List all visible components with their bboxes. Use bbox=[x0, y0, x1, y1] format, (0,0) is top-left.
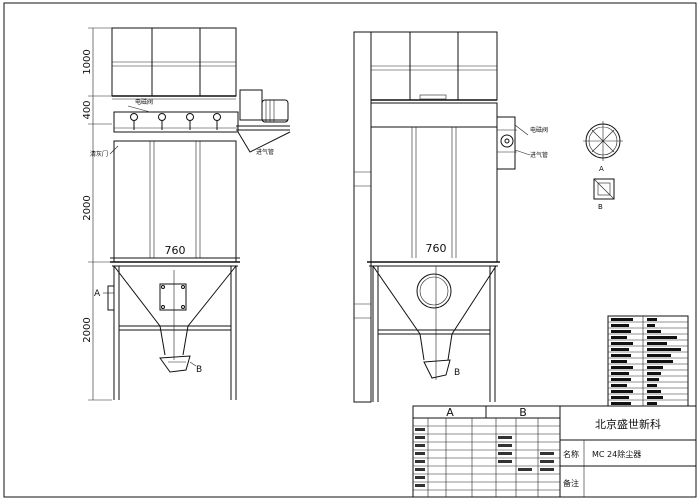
width-label-side: 760 bbox=[426, 242, 447, 255]
dim-1000: 1000 bbox=[82, 49, 93, 74]
section-b-detail: B bbox=[593, 178, 615, 211]
marker-a-section: A bbox=[599, 165, 604, 173]
side-fan: 电磁阀 进气管 bbox=[496, 116, 548, 170]
support-legs bbox=[107, 266, 237, 400]
fan-motor bbox=[236, 89, 291, 153]
svg-text:电磁阀: 电磁阀 bbox=[530, 126, 548, 134]
side-column bbox=[353, 31, 372, 403]
marker-b-front: B bbox=[196, 365, 202, 375]
dim-2000-lower: 2000 bbox=[82, 317, 93, 342]
sheet-border bbox=[3, 2, 697, 498]
name-label: 名称 bbox=[563, 449, 579, 459]
parameter-table bbox=[607, 315, 689, 407]
height-dimension-chain: 1000 400 2000 2000 bbox=[82, 27, 112, 401]
label-air-inlet: 进气管 bbox=[256, 148, 274, 156]
company-name: 北京盛世新科 bbox=[595, 417, 661, 431]
remark-label: 备注 bbox=[563, 478, 579, 488]
title-col-a: A bbox=[446, 406, 454, 419]
marker-b-section: B bbox=[598, 203, 603, 211]
side-guardrail bbox=[370, 31, 498, 101]
label-cleanout: 清灰门 bbox=[90, 150, 108, 158]
side-hopper bbox=[372, 265, 497, 380]
marker-b-side: B bbox=[454, 368, 460, 378]
width-label-front: 760 bbox=[165, 244, 186, 257]
dim-2000-upper: 2000 bbox=[82, 195, 93, 220]
side-body: 760 bbox=[367, 126, 500, 267]
top-guardrail bbox=[111, 27, 237, 97]
title-block: A B 北京盛世新科 名称 MC 24除尘器 备注 bbox=[412, 405, 697, 498]
side-legs bbox=[372, 266, 496, 402]
hopper bbox=[113, 265, 237, 373]
name-value: MC 24除尘器 bbox=[592, 449, 641, 459]
title-col-b: B bbox=[519, 406, 527, 419]
main-body: 760 bbox=[110, 140, 240, 267]
marker-a-front: A bbox=[94, 289, 101, 299]
dim-400: 400 bbox=[82, 100, 93, 119]
section-a-detail: A bbox=[583, 121, 623, 173]
label-valve: 电磁阀 bbox=[135, 98, 153, 106]
svg-text:进气管: 进气管 bbox=[530, 151, 548, 159]
side-view: 760 电磁阀 进气管 B bbox=[353, 31, 548, 403]
pulse-valve-box: 电磁阀 bbox=[113, 98, 239, 142]
front-view: 1000 400 2000 2000 电磁阀 bbox=[82, 27, 291, 401]
